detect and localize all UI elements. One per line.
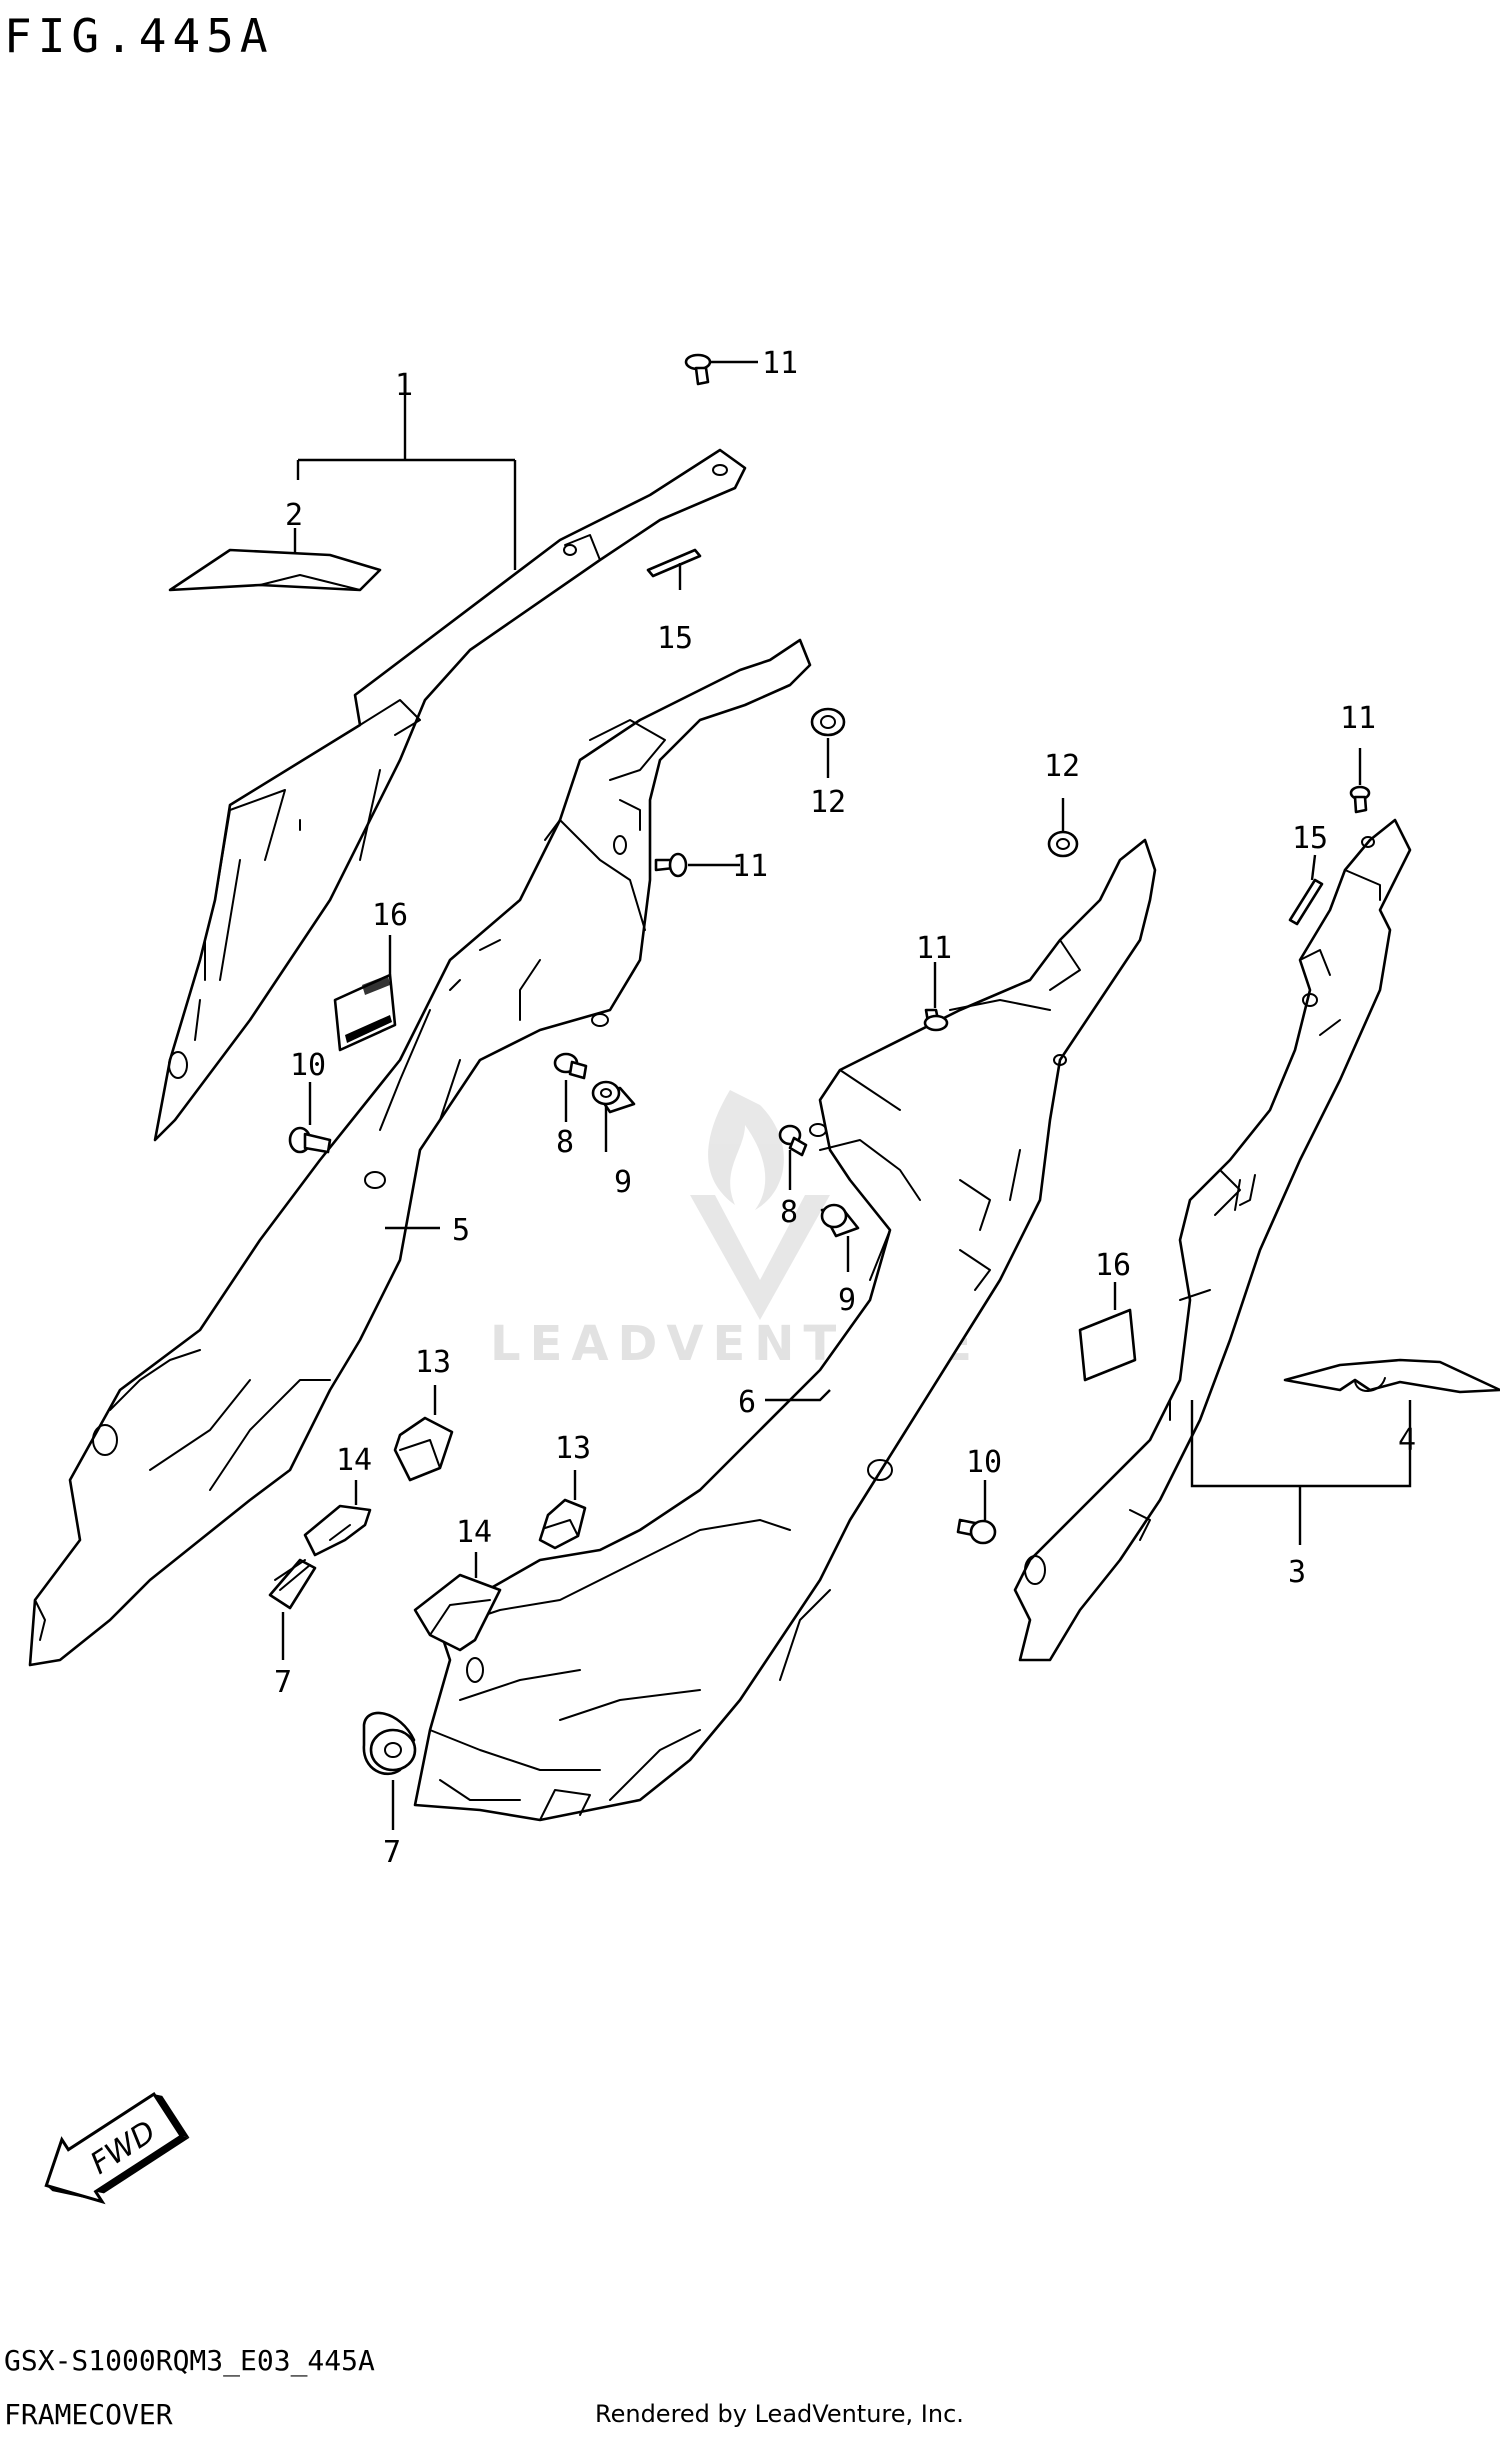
part-5-inner-cover-left xyxy=(28,638,812,1667)
callout-7-washer: 7 xyxy=(383,1835,401,1870)
model-code: GSX-S1000RQM3_E03_445A xyxy=(4,2344,375,2378)
fwd-arrow: FWD xyxy=(44,2092,190,2205)
grommet-12-top xyxy=(810,707,846,737)
rubber-7-washer xyxy=(362,1711,417,1776)
part-4-decal xyxy=(1283,1358,1500,1394)
callout-labels: 1 2 3 4 5 6 7 7 8 8 9 9 10 10 11 11 11 1… xyxy=(274,346,1416,1870)
callout-16-left: 16 xyxy=(372,898,408,933)
grommet-12-right xyxy=(1047,830,1079,858)
part-16-pad-left xyxy=(333,973,397,1052)
credit-text: Rendered by LeadVenture, Inc. xyxy=(595,2400,964,2428)
callout-15-upper: 15 xyxy=(657,621,693,656)
callout-13-right: 13 xyxy=(555,1431,591,1466)
part-3-frame-cover-right xyxy=(1013,818,1412,1662)
callout-2: 2 xyxy=(285,498,303,533)
part-15-strip-right xyxy=(1288,878,1324,926)
callout-12-top: 12 xyxy=(810,785,846,820)
collar-9-center xyxy=(820,1203,860,1238)
leader-lines xyxy=(281,360,1412,1830)
screw-8-left xyxy=(553,1052,588,1080)
callout-9-left: 9 xyxy=(614,1165,632,1200)
tape-14-left xyxy=(303,1504,372,1557)
callout-3: 3 xyxy=(1288,1555,1306,1590)
callout-15-right: 15 xyxy=(1292,821,1328,856)
callout-14-right: 14 xyxy=(456,1515,492,1550)
callout-1: 1 xyxy=(395,368,413,403)
callout-14-left: 14 xyxy=(336,1443,372,1478)
rubber-7-clip xyxy=(268,1558,317,1610)
collar-9-left xyxy=(591,1080,636,1114)
part-1-frame-cover-left xyxy=(153,448,747,1142)
callout-11-center: 11 xyxy=(916,931,952,966)
callout-16-right: 16 xyxy=(1095,1248,1131,1283)
section-name: FRAMECOVER xyxy=(4,2398,173,2431)
callout-11-mid: 11 xyxy=(732,849,768,884)
screw-11-top xyxy=(684,353,712,386)
callout-11-top: 11 xyxy=(762,346,798,381)
callout-12-right: 12 xyxy=(1044,749,1080,784)
part-2-decal xyxy=(168,548,382,592)
part-6-inner-cover-right xyxy=(413,838,1157,1822)
callout-6: 6 xyxy=(738,1385,756,1420)
callout-5: 5 xyxy=(452,1213,470,1248)
cushion-13-right xyxy=(538,1498,587,1550)
cushion-13-left xyxy=(393,1416,454,1482)
callout-8-center: 8 xyxy=(780,1195,798,1230)
callout-4: 4 xyxy=(1398,1423,1416,1458)
screw-11-center xyxy=(923,1008,949,1032)
callout-10-right: 10 xyxy=(966,1445,1002,1480)
tape-14-right xyxy=(413,1573,502,1652)
figure-title: FIG.445A xyxy=(4,9,274,63)
screw-11-mid xyxy=(654,852,688,878)
callout-11-right: 11 xyxy=(1340,701,1376,736)
part-15-strip-upper xyxy=(646,548,702,578)
callout-9-center: 9 xyxy=(838,1283,856,1318)
bolt-10-right xyxy=(956,1518,997,1545)
callout-10-left: 10 xyxy=(290,1048,326,1083)
bolt-10-left xyxy=(288,1126,332,1154)
screw-8-center xyxy=(778,1124,808,1157)
callout-13-left: 13 xyxy=(415,1345,451,1380)
callout-8-left: 8 xyxy=(556,1125,574,1160)
part-16-pad-right xyxy=(1078,1308,1137,1382)
screw-11-right xyxy=(1349,785,1371,814)
callout-7-clip: 7 xyxy=(274,1665,292,1700)
